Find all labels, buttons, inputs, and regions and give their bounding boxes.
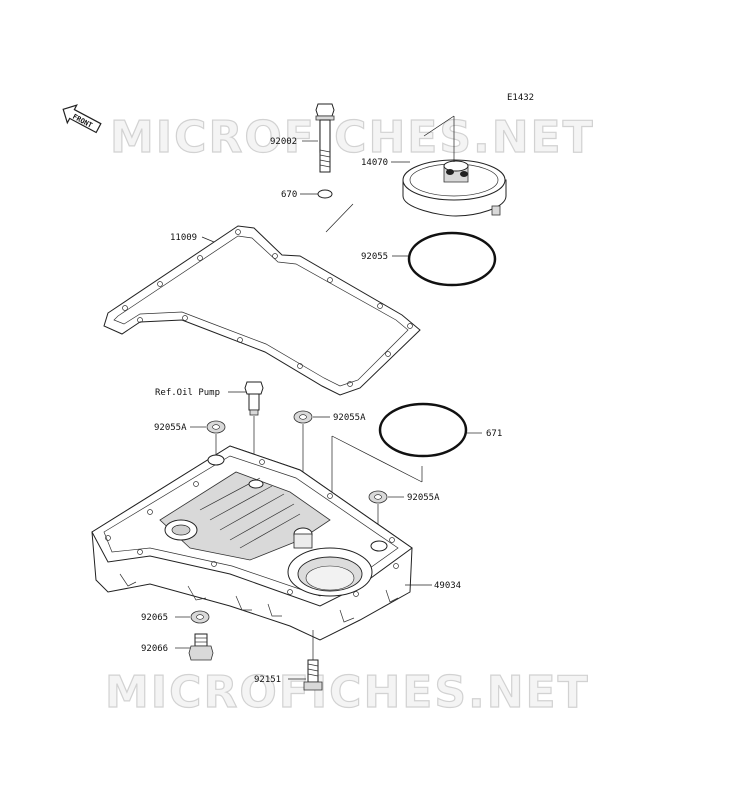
leader-11009 — [201, 236, 215, 243]
oring-671 — [378, 402, 468, 458]
assembly-line-671-a — [331, 435, 423, 483]
washer-92065 — [190, 610, 210, 624]
label-49034: 49034 — [434, 581, 461, 591]
oring-92055 — [407, 231, 497, 287]
oring-670 — [317, 189, 333, 199]
label-92055: 92055 — [361, 252, 388, 262]
gasket-11009 — [103, 225, 421, 396]
bolt-92151 — [303, 630, 323, 691]
assembly-line-670 — [325, 203, 354, 233]
washer-92055a-right — [368, 490, 388, 504]
label-92055a-right: 92055A — [407, 493, 440, 503]
washer-92055a-mid — [293, 410, 313, 424]
label-92055a-mid: 92055A — [333, 413, 366, 423]
label-670: 670 — [281, 190, 297, 200]
oil-pan-49034 — [91, 445, 413, 641]
front-arrow-icon: FRONT — [62, 104, 102, 134]
label-92066: 92066 — [141, 644, 168, 654]
washer-92055a-left — [206, 420, 226, 434]
assembly-line-14070-a — [423, 115, 455, 137]
drain-plug-92066 — [188, 633, 214, 661]
label-671: 671 — [486, 429, 502, 439]
watermark-bottom: MICROFICHES.NET — [105, 667, 590, 718]
watermark-top: MICROFICHES.NET — [110, 112, 595, 163]
oil-pump-pipe — [244, 381, 264, 416]
label-92151: 92151 — [254, 675, 281, 685]
label-14070: 14070 — [361, 158, 388, 168]
label-11009: 11009 — [170, 233, 197, 243]
diagram-code: E1432 — [507, 93, 534, 103]
cover-14070 — [402, 159, 507, 217]
label-ref-oil-pump: Ref.Oil Pump — [155, 388, 220, 398]
bolt-92002 — [315, 103, 335, 173]
label-92055a-left: 92055A — [154, 423, 187, 433]
label-92002: 92002 — [270, 137, 297, 147]
label-92065: 92065 — [141, 613, 168, 623]
